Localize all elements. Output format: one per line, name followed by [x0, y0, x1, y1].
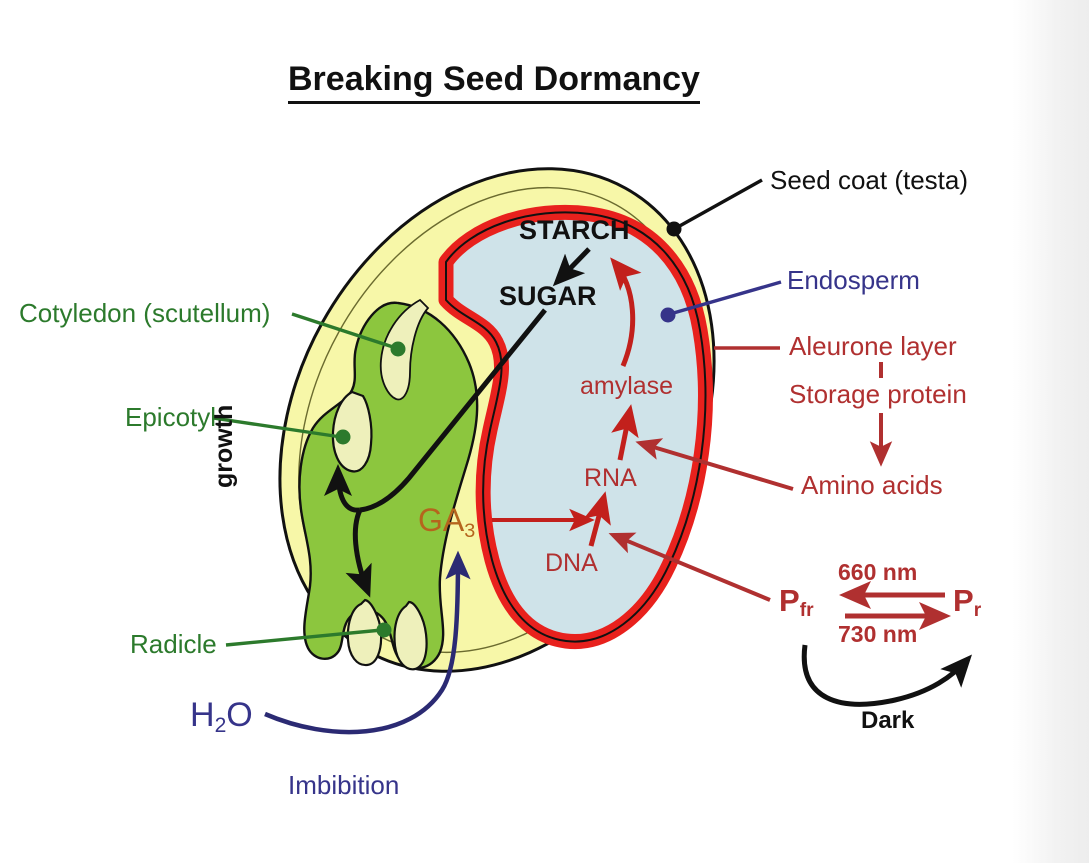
leader-dot-endosperm — [660, 307, 676, 323]
label-wavelength-730: 730 nm — [838, 621, 918, 647]
seed-body — [278, 167, 716, 673]
water-subscript: 2 — [214, 713, 227, 737]
arrow-pfr-to-dna — [608, 532, 771, 602]
pfr-symbol: P — [779, 583, 800, 618]
water-symbol: H — [190, 696, 215, 734]
label-dna: DNA — [545, 549, 598, 577]
arrow-starch-to-sugar — [552, 247, 591, 287]
arrow-amylase-to-starch — [610, 257, 642, 367]
water-oxygen: O — [226, 696, 253, 734]
arrow-rna-to-amylase — [611, 404, 639, 461]
label-imbibition: Imbibition — [288, 770, 400, 800]
leader-dot-seed-coat — [666, 221, 682, 237]
arrow-growth-to-radicle — [345, 508, 372, 598]
pr-subscript: r — [973, 600, 982, 622]
line-sugar-to-embryo — [359, 308, 547, 513]
ga3-subscript: 3 — [464, 519, 476, 542]
leader-lines — [212, 178, 782, 647]
leader-dot-radicle — [376, 622, 392, 638]
label-dark: Dark — [861, 707, 915, 734]
leader-epicotyl — [212, 416, 342, 439]
leader-dot-cotyledon — [390, 341, 406, 357]
label-pr: Pr — [953, 583, 981, 620]
arrow-dark-reversion — [801, 644, 972, 707]
label-pfr: Pfr — [779, 583, 814, 620]
imbibition-pathway — [264, 550, 471, 735]
ga3-symbol: GA — [418, 502, 465, 538]
label-amino-acids: Amino acids — [801, 470, 943, 500]
label-amylase: amylase — [580, 372, 674, 400]
leader-dot-epicotyl — [335, 429, 351, 445]
aleurone-outline — [445, 211, 707, 643]
label-starch: STARCH — [519, 215, 630, 245]
cotyledon-scutellum-shape — [298, 301, 479, 670]
label-cotyledon-scutellum: Cotyledon (scutellum) — [19, 298, 271, 328]
label-wavelength-660: 660 nm — [838, 559, 918, 585]
label-seed-coat-testa: Seed coat (testa) — [770, 165, 968, 195]
arrow-amino-acids-to-amylase — [635, 438, 794, 491]
radicle-lobe-secondary — [393, 600, 428, 671]
page-title: Breaking Seed Dormancy — [288, 62, 700, 104]
leader-radicle — [225, 628, 383, 647]
leader-endosperm — [669, 280, 782, 316]
arrow-growth-to-epicotyl — [324, 463, 361, 513]
label-storage-protein: Storage protein — [789, 379, 967, 409]
label-aleurone-layer: Aleurone layer — [789, 331, 957, 361]
leader-seed-coat — [675, 178, 763, 230]
label-rna: RNA — [584, 464, 637, 492]
label-ga3: GA3 — [418, 502, 475, 540]
label-epicotyl: Epicotyl — [125, 402, 217, 432]
label-water: H2O — [190, 696, 253, 736]
label-radicle: Radicle — [130, 629, 217, 659]
pfr-subscript: fr — [799, 600, 814, 622]
gene-expression-pathway — [492, 257, 794, 602]
label-sugar: SUGAR — [499, 281, 597, 311]
label-endosperm: Endosperm — [787, 265, 920, 295]
pr-symbol: P — [953, 583, 974, 618]
leader-cotyledon — [291, 312, 397, 350]
starch-sugar-growth-pathway — [324, 247, 591, 598]
arrow-water-imbibition-to-ga3 — [264, 550, 471, 735]
arrow-dna-to-rna — [583, 491, 611, 547]
phytochrome-conversion — [801, 580, 972, 707]
